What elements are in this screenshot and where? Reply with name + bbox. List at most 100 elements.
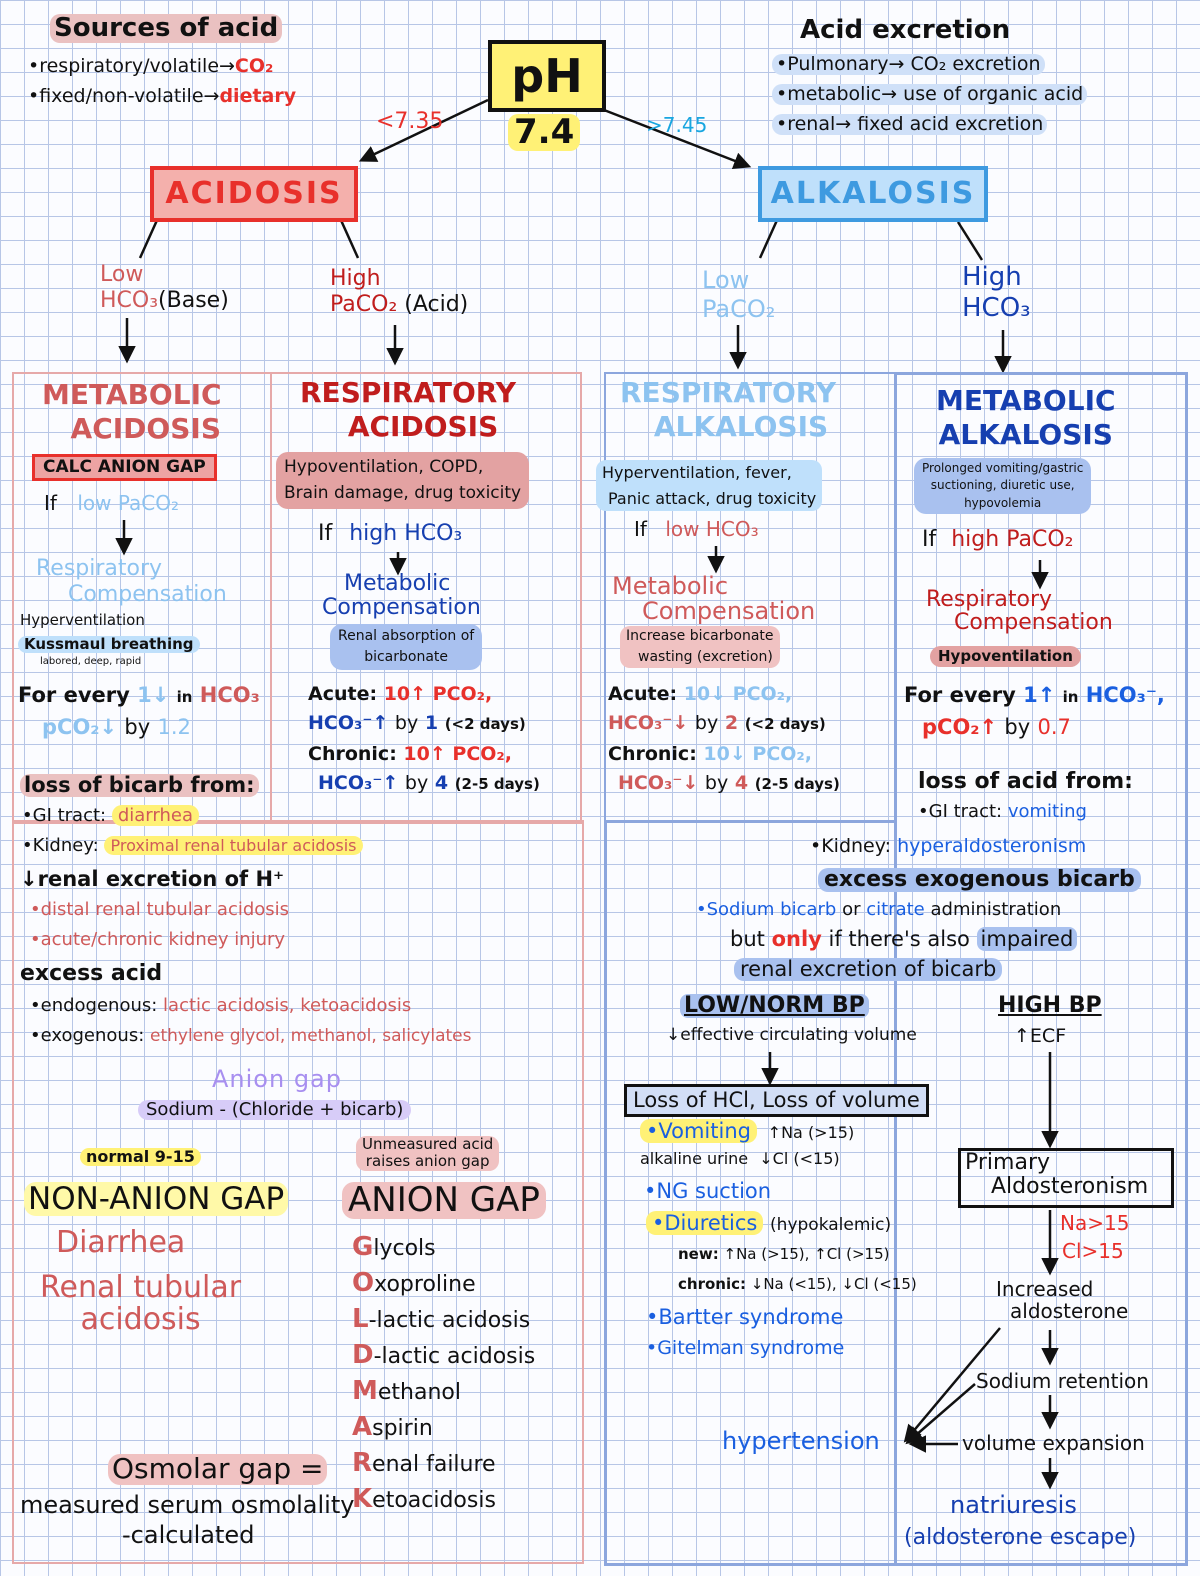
acid-loss-sod-b: or: [842, 899, 861, 920]
nag-rta: Renal tubular acidosis: [40, 1272, 241, 1335]
acid-loss-but-d: impaired: [976, 927, 1078, 951]
met-alkalosis-causes-2: suctioning, diuretic use,: [930, 478, 1075, 493]
met-alkalosis-if-label: If: [922, 527, 937, 552]
bicarb-loss-renal-1: •distal renal tubular acidosis: [30, 899, 290, 920]
resp-alkalosis-chronic-by: by: [704, 771, 729, 794]
branch-low-paco2: Low PaCO₂: [702, 266, 775, 324]
resp-acidosis-chronic-pco2: 10↑ PCO₂,: [403, 743, 512, 765]
resp-acidosis-title-2: ACIDOSIS: [347, 409, 499, 443]
ph-value: 7.4: [508, 113, 581, 152]
respiratory-acidosis-box: [268, 372, 582, 824]
ph-high-threshold: >7.45: [646, 113, 708, 137]
met-alkalosis-if-value: high PaCO₂: [951, 527, 1074, 552]
sources-line-2: •fixed/non-volatile→dietary: [28, 86, 296, 107]
met-alkalosis-compensation: Respiratory Compensation: [926, 588, 1113, 634]
resp-alkalosis-acute-by: by: [694, 711, 719, 734]
met-acidosis-rule: For every 1↓ in HCO₃ pCO₂↓ by 1.2: [18, 680, 260, 743]
resp-acidosis-acute-label: Acute:: [308, 683, 378, 705]
resp-acidosis-chronic-label: Chronic:: [308, 743, 397, 765]
resp-alkalosis-acute: Acute: 10↓ PCO₂, HCO₃⁻↓ by 2 (<2 days): [608, 680, 826, 737]
met-alkalosis-causes-1: Prolonged vomiting/gastric: [922, 461, 1084, 475]
bicarb-loss-excess: excess acid: [20, 961, 163, 986]
met-acidosis-rule-c: in: [176, 688, 193, 706]
resp-acidosis-causes-1: Hypoventilation, COPD,: [284, 457, 484, 477]
excretion-line-3: •renal→ fixed acid excretion: [772, 114, 1048, 135]
resp-alkalosis-inc-1: Increase bicarbonate: [626, 628, 774, 644]
resp-alkalosis-comp-1: Metabolic: [612, 572, 729, 600]
aldosterone-escape: (aldosterone escape): [904, 1525, 1137, 1550]
goldmark-item: Aspirin: [352, 1410, 535, 1446]
resp-acidosis-chronic-hco3: HCO₃⁻↑: [318, 771, 399, 794]
bicarb-loss-gi-label: •GI tract:: [22, 805, 107, 826]
branch-high-paco2: High PaCO₂ (Acid): [330, 266, 468, 319]
resp-acidosis-acute-time: (<2 days): [444, 714, 526, 733]
resp-alkalosis-if: If low HCO₃: [634, 518, 759, 540]
low-bp-heading: LOW/NORM BP: [680, 993, 869, 1019]
resp-acidosis-chronic-by: by: [404, 771, 429, 794]
met-acidosis-compensation: Respiratory Compensation: [36, 556, 227, 609]
resp-alkalosis-acute-num: 2: [724, 711, 739, 734]
resp-alkalosis-if-value: low HCO₃: [665, 517, 759, 541]
volume-expansion: volume expansion: [962, 1431, 1145, 1455]
resp-alkalosis-compensation: Metabolic Compensation: [612, 572, 815, 624]
branch-high-paco2-acid: (Acid): [404, 292, 469, 318]
nag-rta-1: Renal tubular: [40, 1270, 242, 1305]
met-alkalosis-rule-e: pCO₂↑: [922, 714, 998, 739]
sources-title: Sources of acid: [50, 14, 283, 43]
alkalosis-lower-box: [604, 820, 897, 1566]
met-acidosis-title-2: ACIDOSIS: [70, 411, 221, 445]
branch-low-hco3-base: (Base): [158, 288, 229, 314]
met-acidosis-kussmaul-sub: labored, deep, rapid: [40, 656, 142, 667]
acid-loss-renal: renal excretion of bicarb: [734, 957, 1003, 982]
resp-alkalosis-chronic-label: Chronic:: [608, 743, 697, 765]
resp-alkalosis-causes-1: Hyperventilation, fever,: [602, 463, 792, 482]
branch-high-paco2-high: High: [330, 266, 381, 291]
diuretics-hypokalemic: (hypokalemic): [770, 1215, 892, 1235]
resp-acidosis-renal-1: Renal absorption of: [338, 628, 475, 644]
met-alkalosis-title: METABOLIC ALKALOSIS: [936, 384, 1116, 451]
resp-acidosis-acute-hco3: HCO₃⁻↑: [308, 711, 389, 734]
acid-loss-gi-value: vomiting: [1007, 801, 1087, 822]
goldmark-item: Glycols: [352, 1230, 535, 1266]
sources-line-1: •respiratory/volatile→CO₂: [28, 56, 273, 77]
osmolar-gap-title: Osmolar gap =: [108, 1453, 328, 1485]
bicarb-loss-gi-value: diarrhea: [111, 805, 199, 826]
resp-acidosis-comp-1: Metabolic: [344, 571, 451, 596]
alkalosis-title-box: ALKALOSIS: [758, 166, 988, 222]
primary-aldosteronism-2: Aldosteronism: [991, 1174, 1149, 1200]
met-alkalosis-causes: Prolonged vomiting/gastric suctioning, d…: [914, 458, 1092, 515]
vomiting-na: ↑Na (>15): [767, 1123, 855, 1142]
met-alkalosis-rule-g: 0.7: [1037, 714, 1071, 739]
resp-alkalosis-chronic-pco2: 10↓ PCO₂,: [703, 743, 812, 765]
met-alkalosis-comp-1: Respiratory: [926, 587, 1053, 612]
met-alkalosis-if: If high PaCO₂: [922, 527, 1074, 552]
bicarb-loss-kidney: •Kidney: Proximal renal tubular acidosis: [22, 836, 363, 856]
resp-acidosis-if: If high HCO₃: [318, 521, 462, 546]
goldmark-letter: D: [352, 1340, 374, 1370]
resp-alkalosis-chronic-hco3: HCO₃⁻↓: [618, 771, 699, 794]
goldmark-text: ethanol: [377, 1380, 461, 1405]
met-acidosis-comp-2: Compensation: [68, 582, 227, 608]
anion-gap-normal: normal 9-15: [80, 1148, 201, 1166]
branch-low-hco3: Low HCO₃(Base): [100, 262, 229, 315]
resp-acidosis-title-1: RESPIRATORY: [300, 376, 517, 409]
bicarb-loss-kidney-value: Proximal renal tubular acidosis: [104, 836, 363, 855]
met-alkalosis-comp-2: Compensation: [954, 610, 1113, 636]
goldmark-letter: M: [352, 1376, 378, 1406]
acid-loss-kidney: •Kidney: hyperaldosteronism: [810, 836, 1086, 857]
goldmark-letter: O: [352, 1268, 375, 1298]
alkaline-urine-cl: ↓Cl (<15): [759, 1149, 840, 1168]
met-acidosis-comp-1: Respiratory: [36, 556, 163, 581]
diuretics-chronic: chronic: ↓Na (<15), ↓Cl (<15): [678, 1276, 917, 1293]
ph-to-alkalosis-arrow: [603, 108, 752, 170]
met-alkalosis-rule-d: HCO₃⁻,: [1085, 683, 1165, 707]
resp-acidosis-acute-pco2: 10↑ PCO₂,: [383, 683, 493, 705]
bicarb-loss-endo-value: lactic acidosis, ketoacidosis: [163, 995, 412, 1016]
alkaline-urine-row: alkaline urine ↓Cl (<15): [640, 1150, 840, 1168]
hypertension: hypertension: [722, 1427, 880, 1455]
met-acidosis-if: If low PaCO₂: [44, 492, 179, 514]
anion-gap-title: Anion gap: [212, 1065, 342, 1093]
goldmark-text: xoproline: [374, 1272, 476, 1297]
goldmark-item: Renal failure: [352, 1446, 535, 1482]
resp-alkalosis-chronic-num: 4: [734, 771, 749, 794]
